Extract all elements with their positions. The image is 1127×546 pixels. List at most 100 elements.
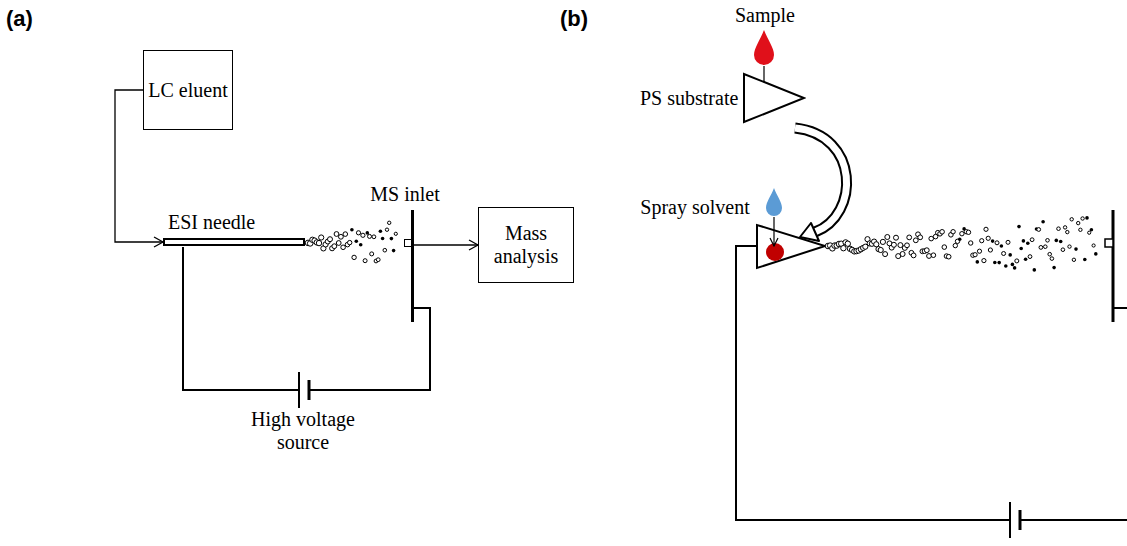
spray-droplet (372, 235, 376, 239)
ms-inlet: MS inlet (355, 183, 455, 323)
inlet-plate (411, 210, 414, 322)
spray-ion (1017, 225, 1021, 229)
spray-droplet (1070, 218, 1073, 221)
battery-plate (1019, 510, 1022, 530)
spray-droplet (339, 234, 344, 239)
spray-ion (993, 261, 997, 265)
spray-droplet (960, 232, 964, 236)
spray-ion (1024, 258, 1028, 262)
spray-droplet (1077, 221, 1080, 224)
spray-ion (1008, 253, 1012, 257)
spray-droplet (841, 246, 846, 251)
spray-droplet (343, 232, 348, 237)
flow-arrow (414, 244, 478, 245)
spray-ion (350, 228, 354, 232)
spray-droplet (911, 253, 916, 258)
spray-droplet (966, 230, 970, 234)
spray-droplet (1088, 231, 1091, 234)
spray-droplet (942, 245, 947, 250)
transfer-arrow (795, 128, 847, 232)
spray-droplet (376, 258, 380, 262)
spray-droplet (995, 241, 999, 245)
spray-droplet (918, 235, 923, 240)
spray-ion (1052, 266, 1056, 270)
source-box: LC eluent (143, 50, 233, 130)
spray-droplet (988, 248, 992, 252)
battery-plate (308, 380, 311, 400)
spray-droplet (1050, 257, 1054, 261)
spray-ion (976, 260, 980, 264)
node-text: PS substrate (640, 87, 738, 110)
spray-droplet (878, 247, 883, 252)
spray-ion (1094, 252, 1098, 256)
spray-droplet (1002, 252, 1006, 256)
spray-ion (359, 243, 363, 247)
spray-droplet (341, 245, 346, 250)
spray-ion (1041, 220, 1045, 224)
spray-droplet (894, 235, 899, 240)
spray-droplet (332, 244, 337, 249)
transfer-arrowhead (800, 223, 819, 241)
ms-inlet-plate (1112, 210, 1115, 322)
spray-droplet (1039, 246, 1043, 250)
spray-droplet (336, 241, 341, 246)
spray-droplet (352, 255, 356, 259)
spray-ion (392, 249, 396, 253)
spray-ion (1033, 268, 1037, 272)
spray-droplet (363, 259, 367, 263)
spray-ion (1019, 247, 1023, 251)
spray-droplet (394, 232, 397, 235)
spray-droplet (982, 259, 986, 263)
spray-droplet (1061, 248, 1065, 252)
spray-ion (1059, 240, 1063, 244)
spray-droplet (1072, 258, 1075, 261)
spray-droplet (980, 239, 984, 243)
node-text: ESI needle (160, 211, 308, 234)
spray-ion (1085, 216, 1089, 220)
spray-droplet (951, 230, 955, 234)
spray-droplet (883, 252, 888, 257)
spray-ion (1055, 239, 1059, 243)
spray-droplet (1046, 239, 1050, 243)
node-text: Mass analysis (483, 222, 569, 268)
ps-substrate: PS substrate (640, 72, 822, 124)
spray-droplet (1063, 226, 1066, 229)
transfer-arrow (795, 128, 847, 232)
spray-droplet (984, 227, 988, 231)
analyzer-box: Mass analysis (478, 207, 574, 283)
triangle-holder (742, 72, 806, 124)
spray-droplet (1028, 255, 1032, 259)
spray-droplet (900, 252, 905, 257)
spray-ion (958, 237, 962, 241)
spray-droplet (977, 249, 981, 253)
spray-ion (997, 261, 1001, 265)
spray-droplet (845, 241, 850, 246)
spray-droplet (1079, 228, 1082, 231)
sample-spot (766, 243, 784, 261)
solvent-drop (766, 188, 782, 216)
spray-droplet (370, 252, 374, 256)
spray-ion (379, 229, 383, 233)
spray-droplet (1006, 240, 1010, 244)
spray-droplet (1048, 252, 1052, 256)
spray-droplet (986, 236, 990, 240)
spray-droplet (1037, 228, 1041, 232)
solvent-label: Spray solvent (630, 196, 760, 219)
inlet-orifice (404, 239, 412, 247)
spray-droplet (973, 253, 977, 257)
spray-droplet (1092, 244, 1095, 247)
spray-droplet (316, 240, 321, 245)
spray-ion (1000, 244, 1004, 248)
sample-drop (754, 30, 774, 65)
spray-droplet (929, 236, 934, 241)
spray-droplet (885, 235, 890, 240)
spray-droplet (946, 254, 951, 259)
spray-droplet (891, 242, 896, 247)
ps-substrate-triangle (742, 72, 806, 124)
spray-droplet (924, 248, 929, 253)
spray-droplet (913, 238, 918, 243)
spray-droplet (1015, 259, 1019, 263)
spray-droplet (334, 232, 339, 237)
spray-ion (1083, 258, 1087, 262)
spray-droplet (385, 228, 388, 231)
